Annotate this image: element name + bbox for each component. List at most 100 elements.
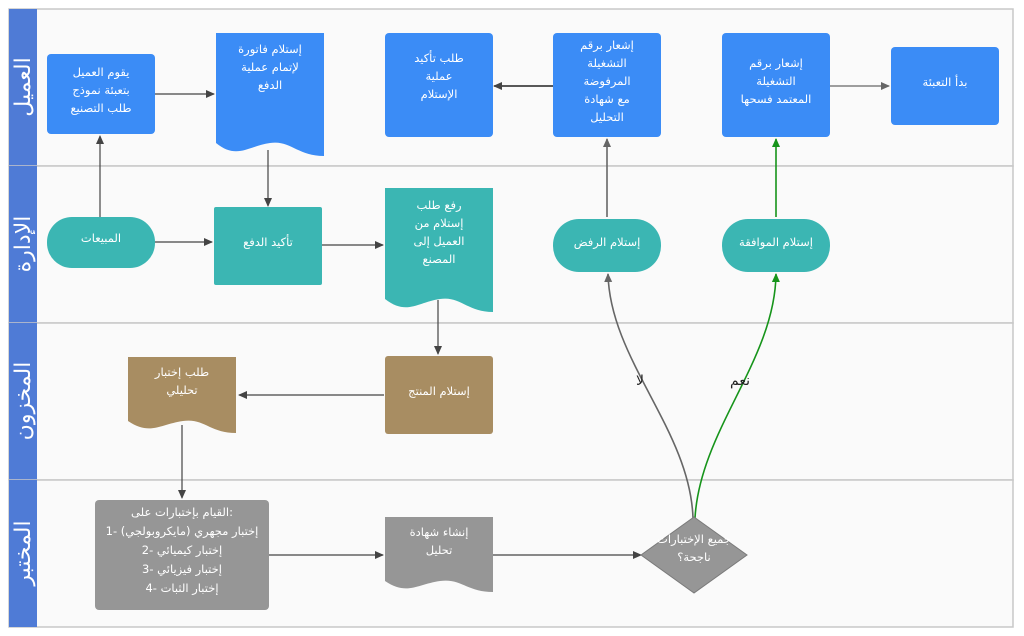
lane-management-header — [9, 166, 37, 323]
edge-decision-yes — [694, 273, 780, 519]
node-label: إشعار برقم التشغيلة المعتمد فسحها — [741, 56, 812, 106]
node-receive-rejection: إستلام الرفض — [553, 219, 661, 272]
node-label-line: تحليلي — [166, 383, 197, 397]
node-label-line: إستلام المنتج — [408, 384, 470, 398]
lanes: العميل الإدارة المخزون المختبر — [8, 8, 1014, 628]
node-customer-fills: يقوم العميل بتعبئة نموذج طلب التصنيع — [47, 54, 155, 134]
lane-lab-title: المختبر — [11, 520, 36, 586]
node-label-line: الإستلام — [421, 87, 458, 101]
node-label-line: 3- إختبار فيزيائي — [142, 562, 222, 577]
node-label: تأكيد الدفع — [243, 234, 293, 249]
node-label-line: تحليل — [426, 543, 453, 557]
node-label-line: التشغيلة — [756, 74, 795, 88]
node-label-line: لإتمام عملية — [241, 60, 299, 74]
node-label-line: المصنع — [423, 252, 456, 266]
node-label-line: التحليل — [590, 110, 624, 124]
node-label-line: المعتمد فسحها — [741, 92, 812, 106]
node-label-line: طلب تأكيد — [414, 50, 464, 65]
node-label-line: الدفع — [258, 78, 282, 92]
node-label: إنشاء شهادة تحليل — [410, 525, 469, 557]
node-shape-pill — [722, 219, 830, 272]
node-label: إشعار برقم التشغيلة المرفوضة مع شهادة التحلي… — [580, 38, 634, 124]
nodes: بدأ التعبئة إشعار برقم التشغيلة المعتمد فس… — [47, 33, 999, 610]
node-raise-request: رفع طلب إستلام من العميل إلى المصنع — [385, 188, 493, 312]
edge-label-no: لا — [636, 373, 644, 389]
node-label-line: العميل إلى — [413, 234, 464, 248]
node-label-line: القيام بإختبارات على: — [131, 505, 233, 520]
node-shape-doc — [385, 517, 493, 592]
node-label-line: مع شهادة — [584, 92, 630, 106]
node-shape-rect — [385, 356, 493, 434]
node-label-line: 4- إختبار الثبات — [145, 581, 218, 596]
lane-customer-title: العميل — [11, 57, 36, 116]
lane-warehouse-title: المخزون — [11, 362, 36, 441]
node-perform-tests: القيام بإختبارات على: 1- إختبار مجهري (ما… — [95, 500, 269, 610]
node-label-line: إشعار برقم — [580, 38, 634, 53]
node-label: طلب تأكيد عملية الإستلام — [414, 50, 464, 101]
node-label-line: إستلام الرفض — [574, 235, 641, 250]
node-label-line: المرفوضة — [583, 74, 630, 89]
node-label: يقوم العميل بتعبئة نموذج طلب التصنيع — [70, 65, 131, 115]
lane-customer: العميل — [8, 8, 1014, 167]
lane-customer-header — [9, 9, 37, 166]
node-shape-rect — [47, 54, 155, 134]
lane-management: الإدارة — [8, 165, 1014, 324]
node-label-line: إستلام الموافقة — [739, 235, 813, 250]
node-label-line: إنشاء شهادة — [410, 525, 469, 539]
node-shape-rect — [385, 33, 493, 137]
node-shape-diamond — [640, 516, 748, 594]
node-receive-invoice: إستلام فاتورة لإتمام عملية الدفع — [216, 33, 324, 156]
node-label-line: عملية — [426, 69, 453, 83]
node-shape-pill — [47, 217, 155, 268]
node-label: القيام بإختبارات على: 1- إختبار مجهري (ما… — [106, 505, 259, 596]
node-label-line: يقوم العميل — [73, 65, 130, 80]
lane-lab-header — [9, 480, 37, 627]
node-shape-doc — [128, 357, 236, 433]
node-label-line: التشغيلة — [587, 56, 626, 70]
node-label: إستلام فاتورة لإتمام عملية الدفع — [238, 42, 302, 92]
node-confirm-payment: تأكيد الدفع — [214, 207, 322, 285]
node-label-line: طلب التصنيع — [70, 101, 131, 115]
lane-management-title: الإدارة — [11, 216, 36, 273]
node-start-filling: بدأ التعبئة — [891, 47, 999, 125]
node-shape-rect — [214, 207, 322, 285]
node-label: إستلام الموافقة — [739, 235, 813, 250]
node-label: إستلام المنتج — [408, 384, 470, 398]
node-label-line: رفع طلب — [416, 198, 461, 213]
node-label: المبيعات — [81, 231, 121, 245]
node-label-line: بتعبئة نموذج — [72, 83, 129, 98]
node-label-line: جميع الإختبارات — [657, 532, 731, 547]
node-label-line: 2- إختبار كيميائي — [142, 543, 222, 558]
node-label: إستلام الرفض — [574, 235, 641, 250]
edges: لا نعم — [96, 82, 890, 559]
node-request-receipt: طلب تأكيد عملية الإستلام — [385, 33, 493, 137]
edge-decision-no — [604, 273, 694, 519]
node-shape-rect — [891, 47, 999, 125]
node-shape-rect — [722, 33, 830, 137]
node-label-line: المبيعات — [81, 231, 121, 245]
node-label-line: إستلام فاتورة — [238, 42, 302, 57]
node-shape-pill — [553, 219, 661, 272]
node-shape-doc — [216, 33, 324, 156]
node-receive-product: إستلام المنتج — [385, 356, 493, 434]
node-create-certificate: إنشاء شهادة تحليل — [385, 517, 493, 592]
node-label: رفع طلب إستلام من العميل إلى المصنع — [413, 198, 464, 266]
node-shape-rect — [553, 33, 661, 137]
node-notify-approved: إشعار برقم التشغيلة المعتمد فسحها — [722, 33, 830, 137]
node-label-line: إستلام من — [415, 216, 464, 231]
node-sales: المبيعات — [47, 217, 155, 268]
node-receive-approval: إستلام الموافقة — [722, 219, 830, 272]
node-notify-rejected: إشعار برقم التشغيلة المرفوضة مع شهادة التحلي… — [553, 33, 661, 137]
node-label-line: إشعار برقم — [749, 56, 803, 71]
node-shape-doc — [385, 188, 493, 312]
node-label: بدأ التعبئة — [923, 74, 968, 89]
node-label-line: 1- إختبار مجهري (مايكروبولجي) — [106, 524, 259, 539]
node-label-line: تأكيد الدفع — [243, 234, 293, 249]
lane-warehouse-header — [9, 323, 37, 480]
node-shape-rect — [95, 500, 269, 610]
